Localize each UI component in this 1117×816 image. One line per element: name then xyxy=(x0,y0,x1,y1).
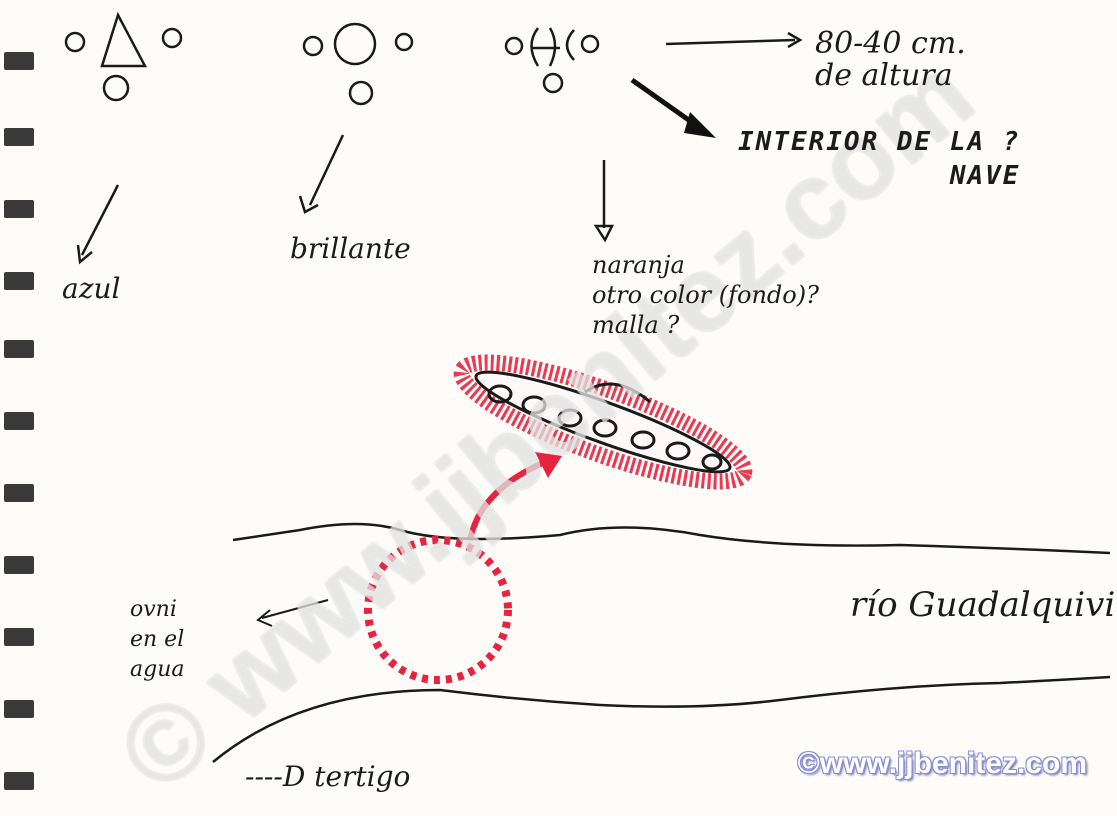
site-watermark: ©www.jjbenitez.com xyxy=(798,747,1087,781)
label-ovni-agua: ovni en el agua xyxy=(130,595,184,685)
label-interior: INTERIOR DE LA ? NAVE xyxy=(738,125,1020,193)
rise-arrow xyxy=(470,452,562,540)
label-rio: río Guadalquivir xyxy=(850,585,1117,625)
river-banks xyxy=(213,524,1110,762)
label-naranja: naranja otro color (fondo)? malla ? xyxy=(592,250,819,340)
ovni-pointer-arrow xyxy=(258,600,328,626)
ufo-craft xyxy=(451,341,755,504)
triangle-config xyxy=(66,15,181,262)
label-tertigo: ----D tertigo xyxy=(245,760,410,793)
label-brillante: brillante xyxy=(290,232,411,265)
spiral-binding xyxy=(4,52,34,790)
interior-arrow xyxy=(632,80,716,138)
circle-config xyxy=(300,24,412,212)
label-height: 80-40 cm. de altura xyxy=(815,28,966,92)
water-ring xyxy=(368,540,508,680)
label-azul: azul xyxy=(62,272,120,305)
